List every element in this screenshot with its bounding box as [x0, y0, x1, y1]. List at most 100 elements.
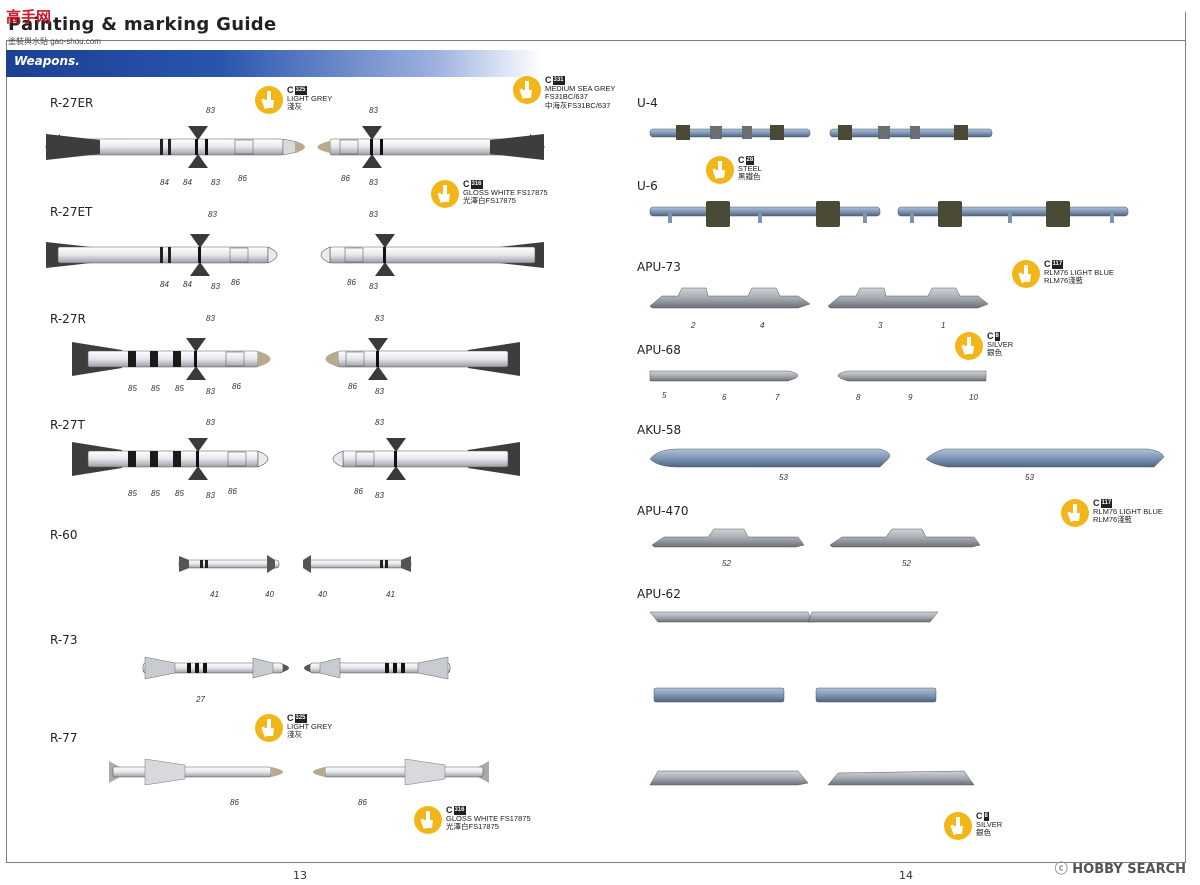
- apu68-drawing: [649, 370, 987, 382]
- part-number: 86: [230, 798, 239, 807]
- part-number: 1: [941, 321, 946, 330]
- paintbrush-icon: [955, 332, 983, 360]
- part-number: 85: [128, 384, 137, 393]
- apu62-row2-drawing: [653, 687, 937, 703]
- watermark-logo: 高手网: [6, 8, 52, 26]
- weapon-label-r73: R-73: [50, 633, 78, 647]
- apu62-row2-left: [653, 687, 785, 703]
- part-number: 53: [779, 473, 788, 482]
- hobby-search-logo: ⓒ HOBBY SEARCH: [1054, 862, 1186, 877]
- r73-drawing: [142, 656, 451, 680]
- part-number: 41: [386, 590, 395, 599]
- weapon-label-apu470: APU-470: [637, 504, 689, 518]
- part-number: 85: [128, 489, 137, 498]
- frame-bottom-line: [6, 862, 1186, 863]
- aku58-drawing: [649, 448, 1165, 468]
- part-number: 83: [375, 387, 384, 396]
- r27et-drawing: [46, 234, 544, 276]
- part-number: 52: [902, 559, 911, 568]
- apu62-row3-drawing: [649, 770, 975, 786]
- r27t-left-missile: [72, 438, 269, 480]
- apu62-row3-left: [649, 770, 809, 786]
- part-number: 83: [369, 210, 378, 219]
- apu62-row1-right: [807, 611, 939, 623]
- r77-drawing: [109, 758, 489, 786]
- part-number: 5: [662, 391, 667, 400]
- part-number: 84: [160, 280, 169, 289]
- apu470-right-pylon: [829, 528, 981, 548]
- r60-right-missile: [303, 555, 412, 573]
- part-number: 7: [775, 393, 780, 402]
- part-number: 84: [183, 178, 192, 187]
- part-number: 83: [208, 210, 217, 219]
- part-number: 53: [1025, 473, 1034, 482]
- r60-left-missile: [178, 555, 280, 573]
- apu68-left-pylon: [649, 370, 799, 382]
- page-number-right: 14: [899, 869, 913, 882]
- weapon-label-r27er: R-27ER: [50, 96, 94, 110]
- part-number: 83: [206, 491, 215, 500]
- part-number: 83: [375, 491, 384, 500]
- weapon-label-u4: U-4: [637, 96, 658, 110]
- apu62-row1-drawing: [649, 611, 939, 623]
- u4-left-rack: [649, 125, 811, 140]
- part-number: 84: [183, 280, 192, 289]
- aku58-right-pylon: [925, 448, 1165, 468]
- part-number: 85: [151, 489, 160, 498]
- apu68-right-pylon: [837, 370, 987, 382]
- weapon-label-apu73: APU-73: [637, 260, 681, 274]
- paintbrush-icon: [255, 86, 283, 114]
- paintbrush-icon: [706, 156, 734, 184]
- part-number: 83: [211, 282, 220, 291]
- part-number: 86: [232, 382, 241, 391]
- part-number: 86: [341, 174, 350, 183]
- part-number: 8: [856, 393, 861, 402]
- u4-drawing: [649, 125, 993, 140]
- r27r-right-missile: [325, 338, 520, 380]
- paintbrush-icon: [255, 714, 283, 742]
- part-number: 83: [206, 387, 215, 396]
- paintbrush-icon: [1061, 499, 1089, 527]
- r27er-right-missile: [317, 126, 545, 168]
- section-title: Weapons.: [14, 54, 80, 68]
- page-number-left: 13: [293, 869, 307, 882]
- part-number: 83: [375, 418, 384, 427]
- part-number: 86: [347, 278, 356, 287]
- paintbrush-icon: [513, 76, 541, 104]
- part-number: 83: [206, 106, 215, 115]
- part-number: 86: [228, 487, 237, 496]
- part-number: 85: [175, 384, 184, 393]
- u4-right-rack: [829, 125, 993, 140]
- part-number: 83: [375, 314, 384, 323]
- u6-right-rack: [897, 201, 1129, 227]
- apu73-right-pylon: [827, 287, 989, 309]
- r60-drawing: [178, 555, 412, 573]
- r77-right-missile: [313, 758, 489, 786]
- weapon-label-r27r: R-27R: [50, 312, 86, 326]
- part-number: 85: [175, 489, 184, 498]
- r27t-drawing: [72, 438, 520, 480]
- aku58-left-pylon: [649, 448, 890, 468]
- part-number: 86: [348, 382, 357, 391]
- apu73-drawing: [649, 287, 989, 309]
- weapon-label-aku58: AKU-58: [637, 423, 682, 437]
- part-number: 85: [151, 384, 160, 393]
- part-number: 83: [211, 178, 220, 187]
- u6-drawing: [649, 201, 1129, 227]
- apu470-left-pylon: [651, 528, 805, 548]
- weapon-label-r77: R-77: [50, 731, 78, 745]
- apu62-row1-left: [649, 611, 813, 623]
- part-number: 9: [908, 393, 913, 402]
- weapon-label-r27et: R-27ET: [50, 205, 93, 219]
- r27er-left-missile: [45, 126, 305, 168]
- apu470-drawing: [651, 528, 981, 548]
- part-number: 40: [318, 590, 327, 599]
